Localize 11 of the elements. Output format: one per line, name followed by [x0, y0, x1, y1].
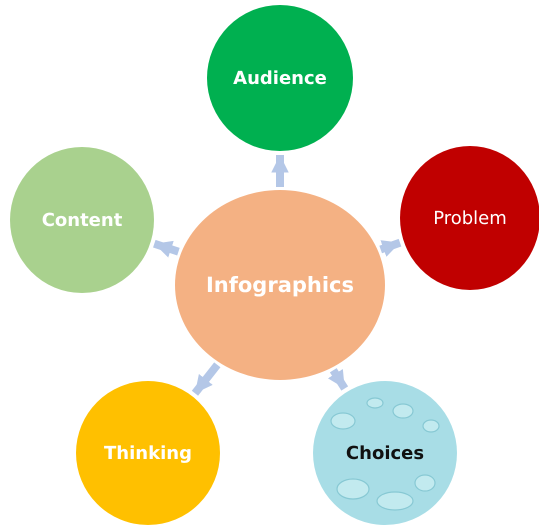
topic-label: Thinking [104, 442, 192, 464]
topic-label: Problem [433, 208, 507, 228]
topic-label: Infographics [206, 273, 354, 297]
block-arrow [192, 362, 220, 396]
topic-label: Choices [346, 442, 424, 464]
topic-label: Content [42, 210, 122, 230]
block-arrow [271, 155, 289, 187]
block-arrow [379, 238, 402, 257]
block-arrow [153, 240, 180, 258]
block-arrow [328, 368, 348, 391]
topic-label: Audience [233, 68, 327, 88]
